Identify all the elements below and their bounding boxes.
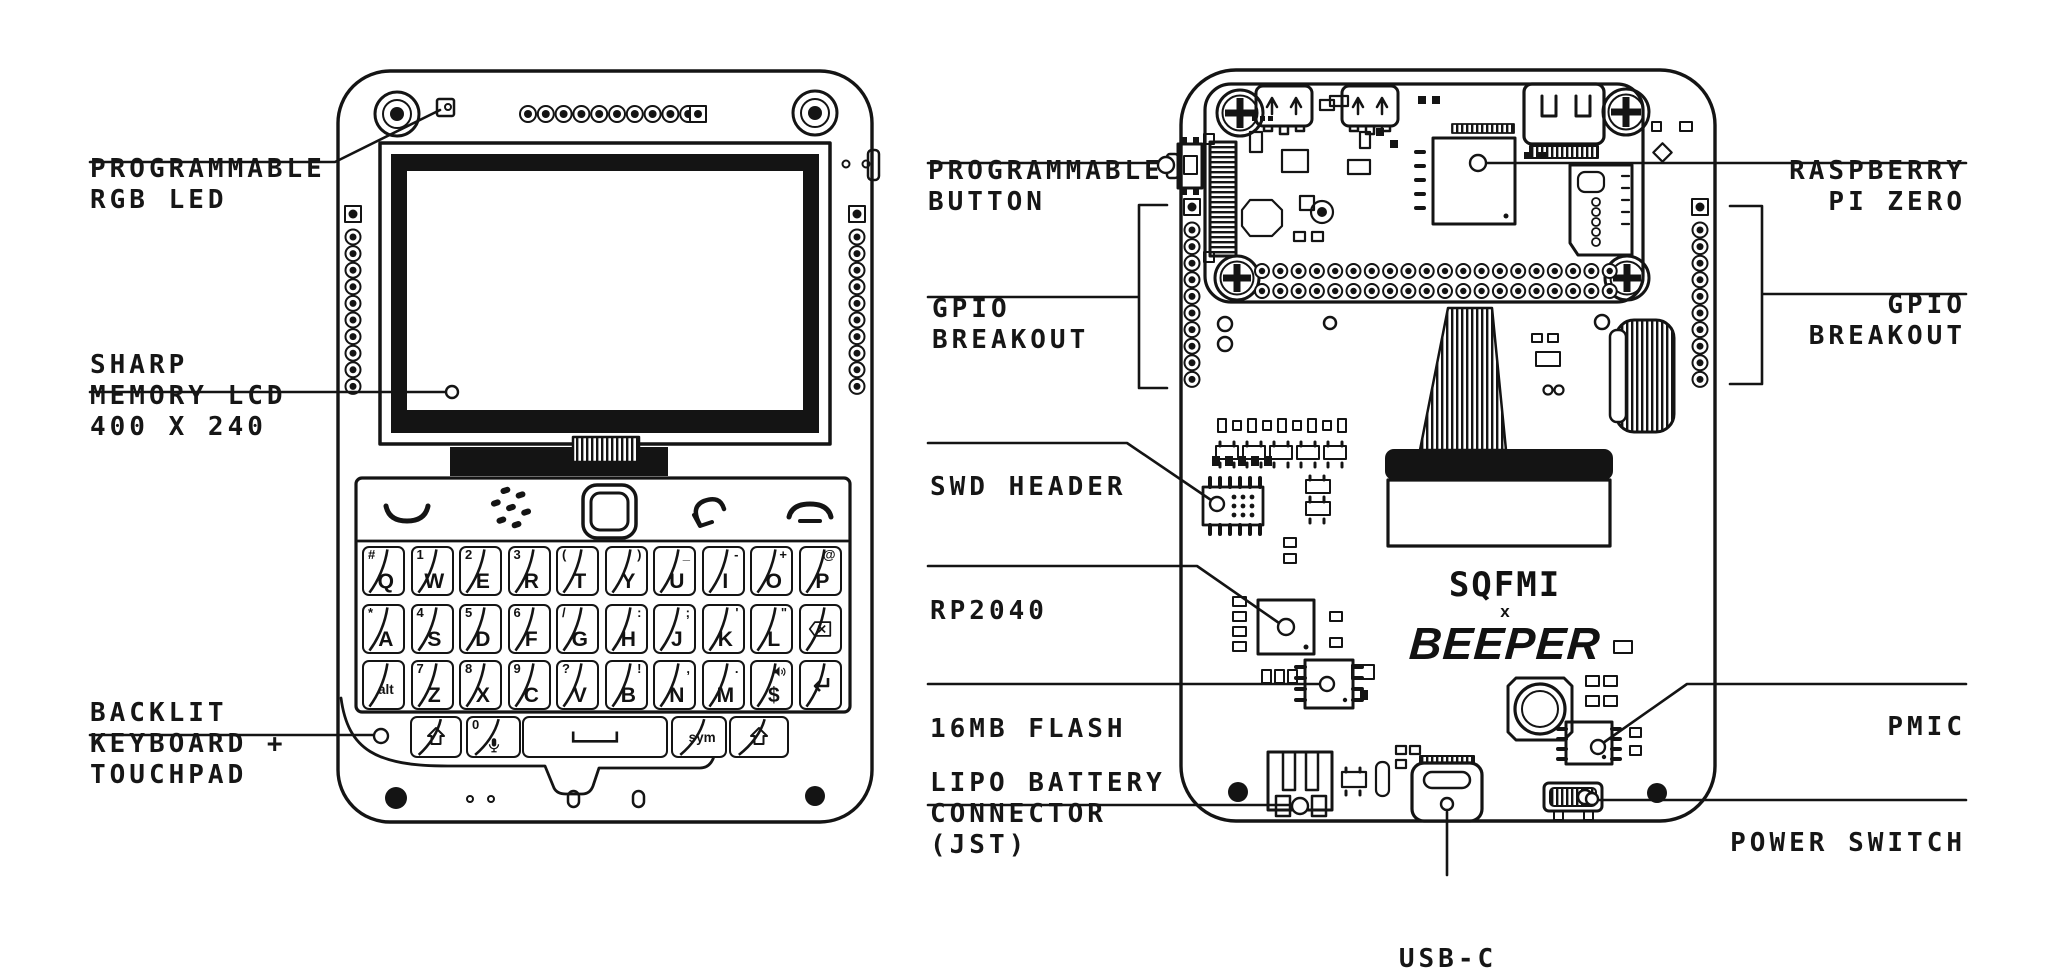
rp2040-chip	[1232, 596, 1343, 656]
sd-card-slot	[1568, 163, 1634, 257]
lcd-ribbon	[571, 435, 641, 464]
back-device	[1165, 68, 1717, 823]
ffc-connector	[1203, 133, 1238, 263]
pmic-chip	[1556, 720, 1622, 766]
trackpad	[581, 483, 638, 540]
screw-icon	[1601, 87, 1651, 137]
annotation-lines	[88, 108, 1968, 877]
end-call-icon	[786, 501, 834, 523]
camera-flex-roll	[1608, 318, 1676, 434]
label-power-switch: POWER SWITCH	[1730, 828, 1966, 858]
usb-c-port	[1410, 755, 1484, 823]
board-logo: SQFMI x BEEPER	[1395, 565, 1615, 669]
beeper-logo: BEEPER	[1407, 618, 1603, 669]
rgb-led-component	[435, 97, 456, 118]
screw-icon	[1215, 88, 1265, 138]
micro-usb-port	[1340, 84, 1400, 136]
speaker-grille-right	[791, 89, 839, 137]
sqfmi-logo: SQFMI	[1448, 565, 1562, 605]
label-16mb-flash: 16MB FLASH	[930, 714, 1127, 744]
label-pmic: PMIC	[1887, 712, 1966, 742]
front-seam	[339, 696, 718, 796]
logo-x-separator: x	[1500, 602, 1510, 621]
label-rp2040: RP2040	[930, 596, 1048, 626]
side-button	[866, 148, 881, 182]
raspberry-pi-zero-board	[1203, 82, 1651, 304]
display-flex-cable	[1385, 306, 1613, 548]
lcd-screen	[378, 141, 832, 446]
gpio-breakout-holes-right	[1691, 198, 1709, 388]
micro-usb-port	[1254, 84, 1314, 136]
screw-icon	[1213, 254, 1261, 302]
speaker-grille-left	[373, 90, 421, 138]
passive-components	[1212, 333, 1633, 700]
label-swd-header: SWD HEADER	[930, 472, 1127, 502]
front-device	[336, 69, 881, 824]
call-icon	[383, 503, 431, 524]
soc-chip	[1431, 136, 1517, 226]
mini-hdmi-port	[1522, 82, 1606, 159]
keyboard-plate	[354, 476, 852, 714]
front-right-holes	[848, 205, 866, 395]
label-usb-c: USB-C	[1398, 944, 1498, 968]
pi-small-components	[1240, 94, 1547, 243]
back-icon	[692, 497, 727, 528]
front-top-holes	[519, 105, 707, 123]
gpio-pin-header	[1254, 263, 1618, 299]
front-left-holes	[344, 205, 362, 395]
blackberry-logo-icon	[490, 486, 532, 529]
gpio-breakout-holes-left	[1183, 198, 1201, 388]
bottom-passives	[1340, 744, 1422, 798]
power-switch-component	[1542, 781, 1604, 821]
